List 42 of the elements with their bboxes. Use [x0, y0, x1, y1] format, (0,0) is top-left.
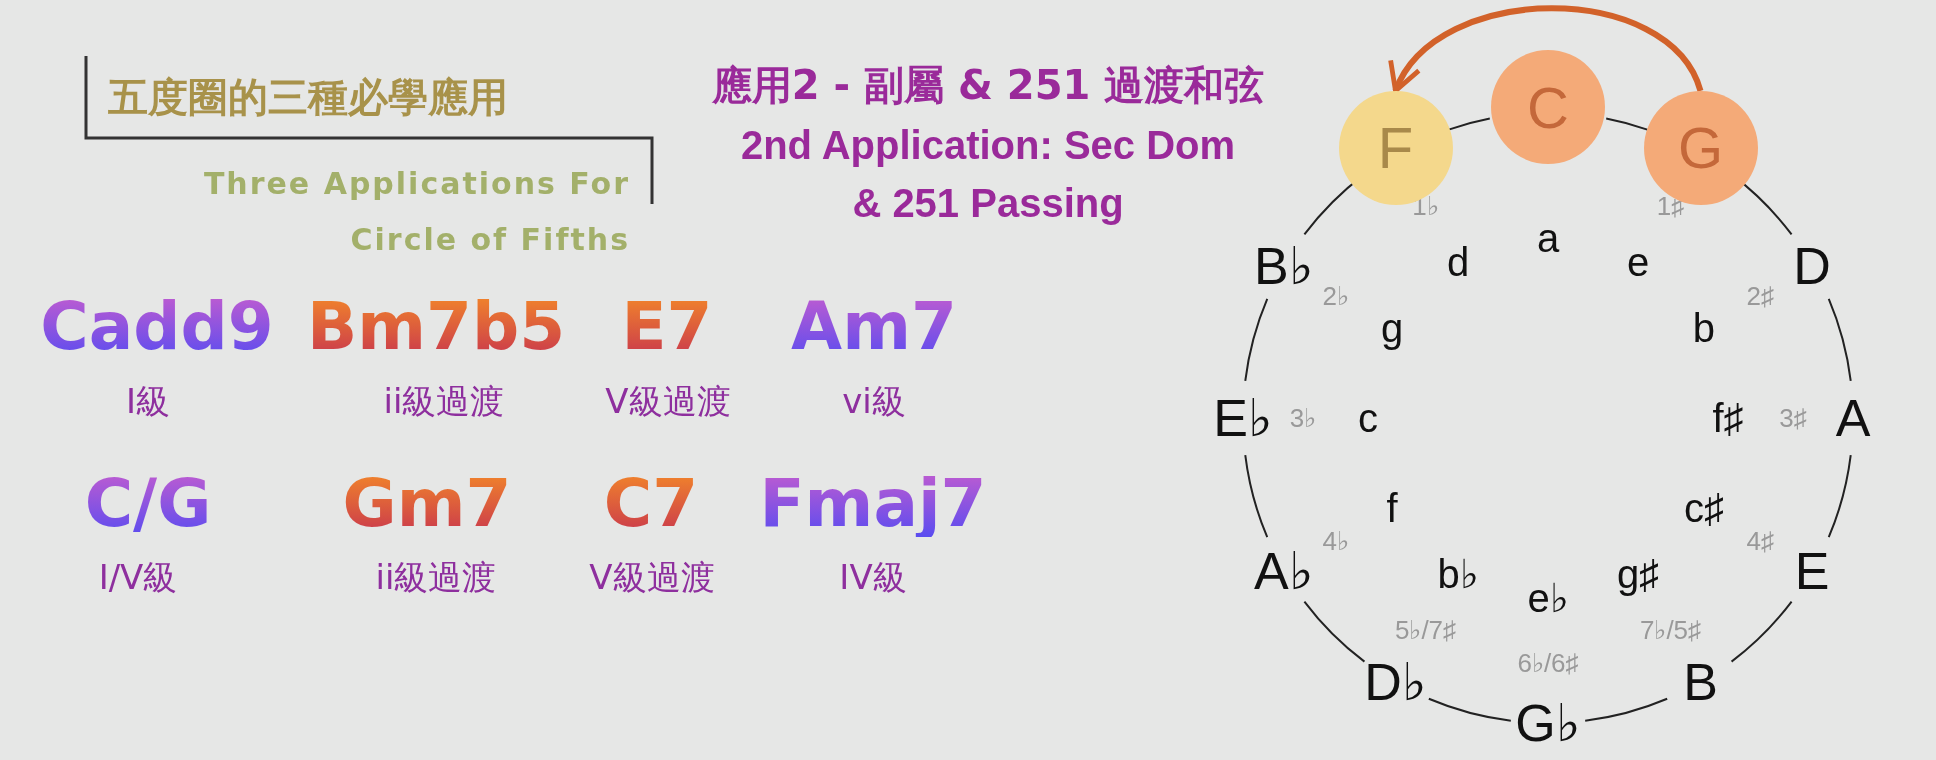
key-signature-label: 3♯ — [1779, 405, 1807, 431]
key-label: E — [1794, 544, 1830, 597]
degree-label: IV級 — [839, 560, 907, 594]
minor-key-label: f — [1386, 488, 1398, 528]
minor-key-label: c♯ — [1683, 488, 1724, 528]
key-signature-label: 7♭/5♯ — [1639, 617, 1702, 644]
degree-label: V級過渡 — [589, 560, 715, 594]
heading-text: 五度圈的三種必學應用 — [108, 73, 508, 122]
minor-key-label: e — [1626, 242, 1650, 283]
degree-label: vi級 — [842, 384, 906, 418]
key-label: D♭ — [1364, 656, 1427, 709]
degree-label: V級過渡 — [605, 384, 731, 418]
key-signature-label: 4♭ — [1322, 527, 1350, 554]
key-signature-label: 4♯ — [1746, 527, 1774, 554]
minor-key-label: b♭ — [1437, 553, 1479, 594]
key-label: A — [1835, 392, 1871, 444]
key-label: B — [1683, 656, 1718, 709]
key-signature-label: 6♭/6♯ — [1517, 650, 1579, 676]
minor-key-label: a — [1536, 218, 1560, 258]
heading-text: 應用2 - 副屬 & 251 過渡和弦 — [711, 61, 1265, 110]
minor-key-label: g — [1381, 308, 1404, 348]
key-label: G♭ — [1515, 697, 1581, 749]
degree-label: I級 — [126, 384, 170, 418]
key-label: D — [1793, 239, 1831, 292]
key-signature-label: 2♭ — [1322, 282, 1350, 309]
minor-key-label: d — [1446, 242, 1470, 283]
subtitle-text: Three Applications For Circle of Fifths — [202, 165, 630, 259]
degree-label: ii級過渡 — [375, 560, 497, 594]
key-label: B♭ — [1254, 239, 1314, 292]
key-label: E♭ — [1213, 392, 1273, 444]
key-signature-label: 2♯ — [1746, 282, 1774, 309]
heading-text: 2nd Application: Sec Dom & 251 Passing — [739, 122, 1237, 227]
minor-key-label: b — [1692, 308, 1715, 348]
key-label: A♭ — [1254, 544, 1314, 597]
degree-label: ii級過渡 — [383, 384, 505, 418]
minor-key-label: g♯ — [1616, 553, 1660, 594]
minor-key-label: f♯ — [1712, 398, 1744, 438]
minor-key-label: e♭ — [1527, 578, 1569, 618]
minor-key-label: c — [1358, 398, 1378, 438]
degree-label: I/V級 — [98, 560, 178, 594]
key-signature-label: 5♭/7♯ — [1394, 617, 1457, 644]
key-signature-label: 3♭ — [1289, 405, 1317, 431]
